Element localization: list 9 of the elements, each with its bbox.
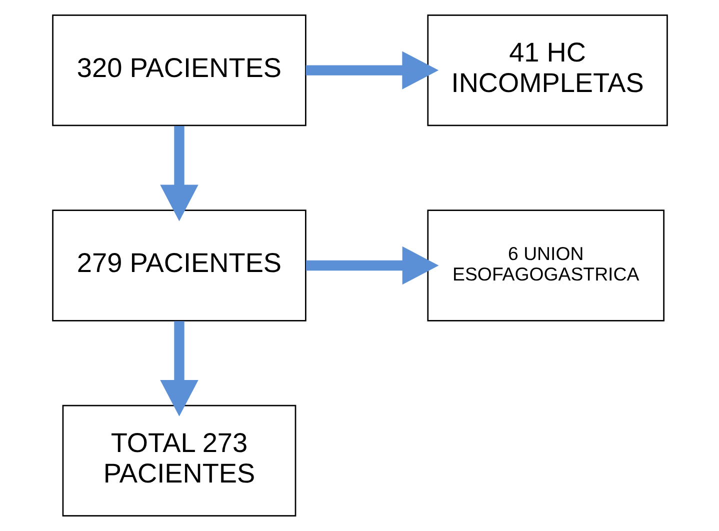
- node-box: TOTAL 273 PACIENTES: [62, 404, 296, 517]
- node-box: 279 PACIENTES: [52, 210, 306, 322]
- node-box: 41 HC INCOMPLETAS: [426, 14, 668, 126]
- node-box: 320 PACIENTES: [52, 14, 306, 126]
- arrow: [160, 126, 198, 222]
- arrow: [305, 246, 438, 285]
- arrow: [305, 51, 438, 90]
- arrow: [160, 321, 198, 416]
- node-box: 6 UNION ESOFAGOGASTRICA: [426, 210, 664, 322]
